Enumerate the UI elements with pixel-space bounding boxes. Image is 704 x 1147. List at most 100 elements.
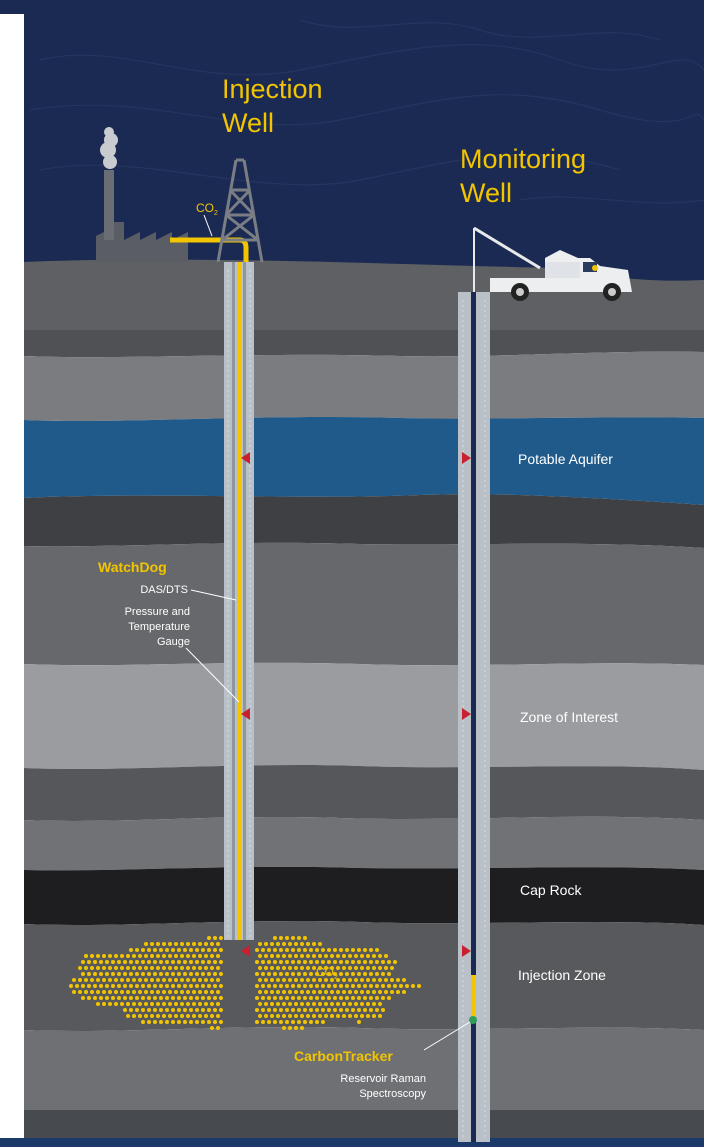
plume-dot <box>348 966 352 970</box>
plume-dot <box>99 972 103 976</box>
plume-dot <box>132 990 136 994</box>
plume-dot <box>336 1002 340 1006</box>
plume-dot <box>99 984 103 988</box>
plume-dot <box>267 972 271 976</box>
plume-dot <box>156 990 160 994</box>
plume-dot <box>309 996 313 1000</box>
plume-dot <box>270 990 274 994</box>
plume-dot <box>327 1008 331 1012</box>
plume-dot <box>165 1008 169 1012</box>
plume-dot <box>153 984 157 988</box>
plume-dot <box>354 978 358 982</box>
plume-dot <box>327 972 331 976</box>
plume-dot <box>93 972 97 976</box>
plume-dot <box>183 972 187 976</box>
plume-dot <box>366 978 370 982</box>
plume-dot <box>321 948 325 952</box>
plume-dot <box>150 942 154 946</box>
plume-dot <box>300 966 304 970</box>
plume-dot <box>168 1002 172 1006</box>
plume-dot <box>303 960 307 964</box>
marker-arrows <box>241 452 471 957</box>
plume-dot <box>165 996 169 1000</box>
plume-dot <box>312 966 316 970</box>
plume-dot <box>291 948 295 952</box>
plume-dot <box>171 960 175 964</box>
plume-dot <box>378 954 382 958</box>
plume-dot <box>282 954 286 958</box>
plume-dot <box>81 984 85 988</box>
plume-dot <box>279 1020 283 1024</box>
plume-dot <box>168 966 172 970</box>
plume-dot <box>192 990 196 994</box>
plume-dot <box>294 966 298 970</box>
plume-dot <box>276 990 280 994</box>
plume-dot <box>150 966 154 970</box>
plume-dot <box>366 1002 370 1006</box>
plume-dot <box>111 972 115 976</box>
plume-dot <box>288 966 292 970</box>
plume-dot <box>156 966 160 970</box>
plume-dot <box>336 954 340 958</box>
plume-dot <box>306 1014 310 1018</box>
plume-dot <box>213 948 217 952</box>
plume-dot <box>345 996 349 1000</box>
plume-dot <box>330 966 334 970</box>
plume-dot <box>306 954 310 958</box>
plume-dot <box>153 948 157 952</box>
plume-dot <box>192 1002 196 1006</box>
plume-dot <box>162 954 166 958</box>
plume-dot <box>411 984 415 988</box>
plume-dot <box>339 948 343 952</box>
plume-dot <box>396 990 400 994</box>
plume-dot <box>369 984 373 988</box>
plume-dot <box>201 948 205 952</box>
plume-dot <box>96 990 100 994</box>
plume-dot <box>342 954 346 958</box>
zone-label-injection-zone: Injection Zone <box>518 967 606 983</box>
plume-dot <box>279 972 283 976</box>
plume-dot <box>138 1002 142 1006</box>
plume-dot <box>120 954 124 958</box>
plume-dot <box>264 978 268 982</box>
plume-dot <box>219 960 223 964</box>
plume-dot <box>144 978 148 982</box>
top-band <box>0 0 704 14</box>
plume-dot <box>159 1020 163 1024</box>
plume-dot <box>312 954 316 958</box>
bottom-band <box>0 1138 704 1147</box>
plume-dot <box>315 984 319 988</box>
plume-dot <box>135 948 139 952</box>
plume-dot <box>285 1008 289 1012</box>
plume-dot <box>102 1002 106 1006</box>
plume-dot <box>375 1008 379 1012</box>
plume-dot <box>318 1014 322 1018</box>
plume-dot <box>126 954 130 958</box>
plume-dot <box>291 960 295 964</box>
monitoring-marker-interest <box>462 708 471 720</box>
plume-dot <box>129 1008 133 1012</box>
plume-dot <box>360 978 364 982</box>
plume-dot <box>306 942 310 946</box>
plume-dot <box>162 942 166 946</box>
plume-dot <box>270 978 274 982</box>
plume-dot <box>78 966 82 970</box>
plume-dot <box>186 1014 190 1018</box>
plume-dot <box>96 978 100 982</box>
plume-dot <box>348 1014 352 1018</box>
plume-dot <box>297 984 301 988</box>
plume-dot <box>192 942 196 946</box>
plume-dot <box>156 954 160 958</box>
plume-dot <box>261 1020 265 1024</box>
plume-dot <box>369 960 373 964</box>
stratum-1 <box>24 330 704 358</box>
plume-dot <box>330 990 334 994</box>
plume-dot <box>351 960 355 964</box>
watchdog-title: WatchDog <box>98 559 167 575</box>
plume-dot <box>132 954 136 958</box>
plume-dot <box>168 1014 172 1018</box>
plume-dot <box>306 990 310 994</box>
plume-dot <box>357 972 361 976</box>
plume-dot <box>369 1008 373 1012</box>
plume-dot <box>126 1014 130 1018</box>
